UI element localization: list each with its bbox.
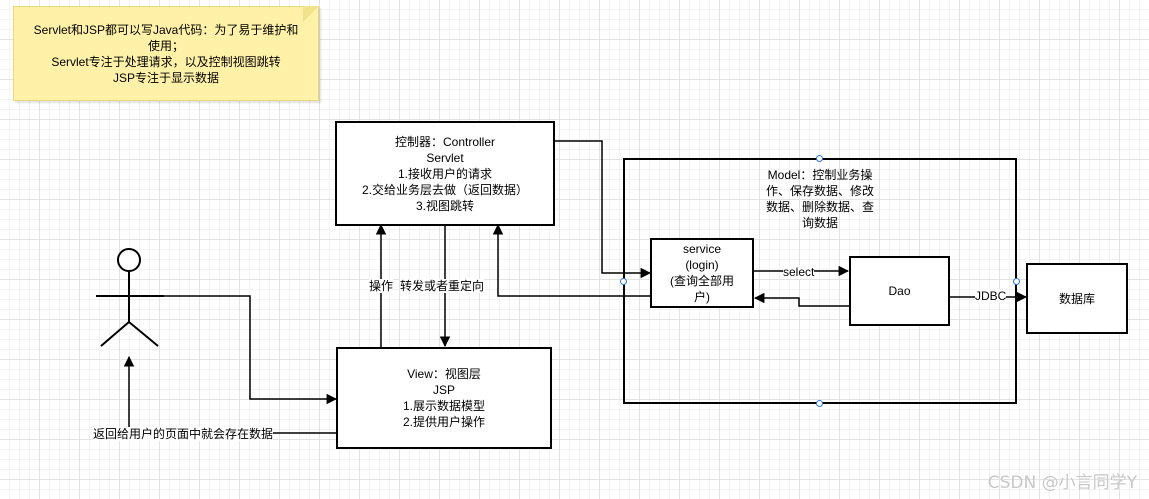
database-label: 数据库	[1058, 291, 1095, 306]
watermark: CSDN @小言同学Y	[987, 473, 1137, 493]
resize-handle-right[interactable]	[1013, 278, 1020, 285]
model-line: Model：控制业务操	[767, 168, 873, 182]
resize-handle-top[interactable]	[816, 155, 823, 162]
note-line: 使用；	[147, 38, 184, 53]
edge-label-forward: 转发或者重定向	[400, 279, 485, 293]
edge-view-to-user	[123, 355, 336, 434]
edge-label-operate: 操作	[369, 279, 394, 293]
controller-title: 控制器：Controller	[394, 134, 496, 149]
dao-label: Dao	[888, 284, 911, 298]
edge-controller-to-service	[555, 140, 652, 279]
view-title: View：视图层	[407, 367, 481, 381]
view-box[interactable]: View：视图层 JSP 1.展示数据模型 2.提供用户操作	[336, 347, 552, 449]
view-duty: 2.提供用户操作	[402, 415, 485, 429]
edge-label-return-to-user: 返回给用户的页面中就会存在数据	[93, 427, 274, 441]
controller-box[interactable]: 控制器：Controller Servlet 1.接收用户的请求 2.交给业务层…	[335, 121, 555, 226]
controller-duty: 2.交给业务层去做（返回数据）	[361, 182, 528, 197]
view-duty: 1.展示数据模型	[402, 399, 485, 413]
dao-box[interactable]: Dao	[849, 256, 950, 326]
edge-service-to-controller	[492, 223, 650, 297]
edge-user-to-view	[164, 295, 338, 405]
service-desc: (查询全部用	[670, 274, 734, 288]
service-box[interactable]: service (login) (查询全部用 户)	[650, 238, 754, 308]
edge-dao-to-service	[753, 292, 849, 307]
model-line: 数据、删除数据、查	[765, 200, 874, 214]
note-line: JSP专注于显示数据	[112, 70, 219, 85]
note-fold-corner	[303, 6, 319, 22]
user-actor-icon	[96, 248, 164, 347]
database-box[interactable]: 数据库	[1026, 263, 1128, 334]
model-description: Model：控制业务操 作、保存数据、修改 数据、删除数据、查 询数据	[750, 167, 890, 231]
controller-duty: 1.接收用户的请求	[397, 166, 492, 181]
service-subtitle: (login)	[685, 258, 719, 272]
model-line: 询数据	[801, 216, 838, 230]
note-line: Servlet专注于处理请求，以及控制视图跳转	[51, 54, 281, 69]
note-line: Servlet和JSP都可以写Java代码：为了易于维护和	[33, 22, 299, 37]
service-desc: 户)	[694, 290, 710, 304]
service-title: service	[682, 242, 721, 256]
view-subtitle: JSP	[432, 383, 455, 397]
controller-duty: 3.视图跳转	[415, 198, 474, 213]
sticky-note: Servlet和JSP都可以写Java代码：为了易于维护和 使用； Servle…	[13, 6, 319, 101]
model-line: 作、保存数据、修改	[765, 184, 874, 198]
controller-subtitle: Servlet	[426, 150, 464, 165]
edge-label-select: select	[783, 265, 815, 279]
edge-label-jdbc: JDBC	[975, 289, 1007, 303]
resize-handle-bottom[interactable]	[816, 400, 823, 407]
resize-handle-left[interactable]	[620, 278, 627, 285]
